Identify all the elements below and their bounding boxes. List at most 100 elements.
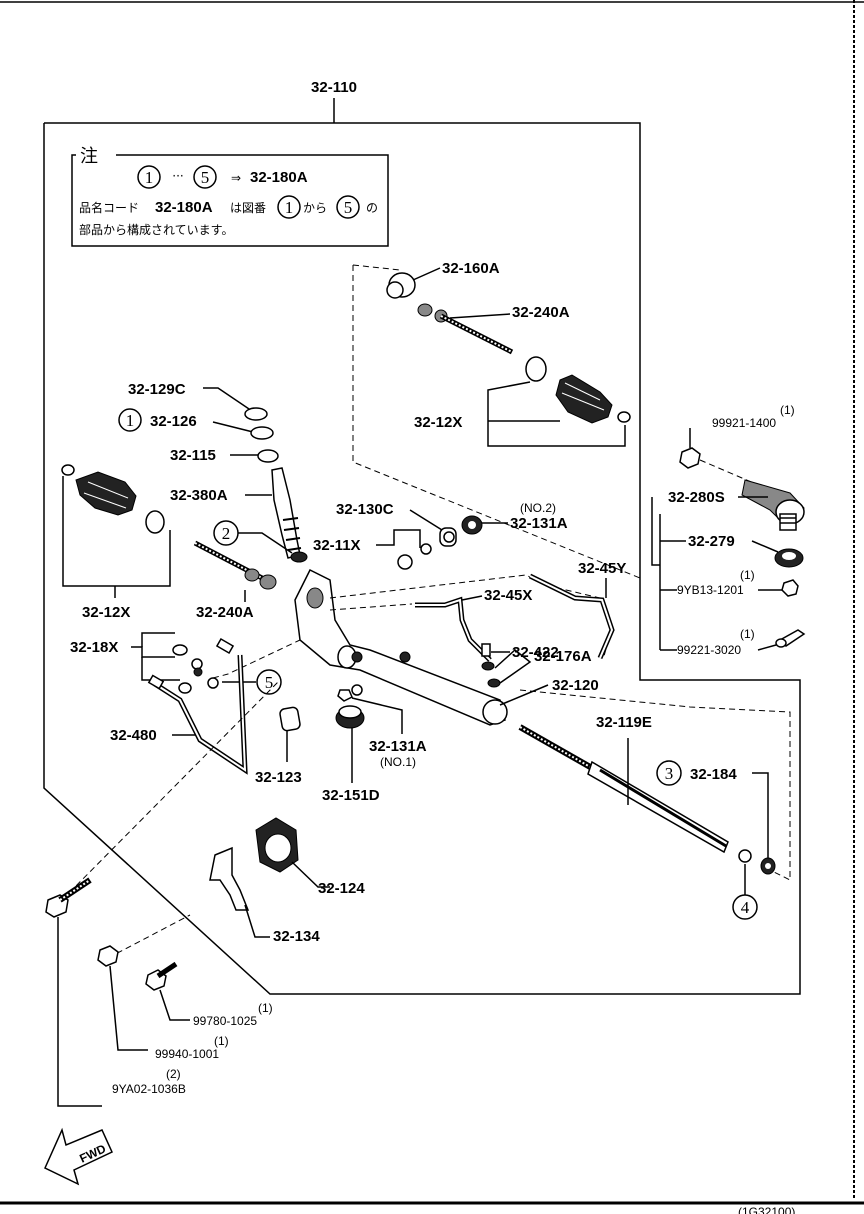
label-9YB13-qty: (1) bbox=[740, 568, 755, 582]
label-32-18X: 32-18X bbox=[70, 639, 118, 656]
part-32-124: 32-124 bbox=[255, 817, 365, 897]
label-32-131A-no1: (NO.1) bbox=[380, 755, 416, 769]
label-9YB13: 9YB13-1201 bbox=[677, 583, 744, 597]
note-line2-to: 5 bbox=[344, 198, 353, 217]
part-32-134: 32-134 bbox=[209, 846, 320, 945]
part-32-12X-top: 32-12X bbox=[414, 356, 631, 447]
assembly-frame bbox=[43, 122, 801, 995]
label-99221-qty: (1) bbox=[740, 627, 755, 641]
label-circle-4: 4 bbox=[741, 898, 750, 917]
part-32-131A-bottom: 32-131A (NO.1) bbox=[337, 689, 427, 769]
note-line2-from: 1 bbox=[285, 198, 294, 217]
part-32-18X: 32-18X bbox=[70, 632, 203, 694]
note-line2-kara: から bbox=[303, 201, 327, 215]
part-32-280S: 32-280S bbox=[651, 479, 805, 650]
label-32-134: 32-134 bbox=[273, 928, 320, 945]
label-99221: 99221-3020 bbox=[677, 643, 741, 657]
part-9YA02-bolt: (2) 9YA02-1036B bbox=[45, 877, 186, 1107]
part-32-240A-left: 32-240A bbox=[193, 540, 277, 621]
label-99780: 99780-1025 bbox=[193, 1014, 257, 1028]
part-32-123: 32-123 bbox=[255, 706, 302, 786]
part-32-184: 3 32-184 bbox=[656, 760, 776, 875]
note-target-code: 32-180A bbox=[250, 169, 308, 186]
label-32-12X-top: 32-12X bbox=[414, 414, 462, 431]
label-32-280S: 32-280S bbox=[668, 489, 725, 506]
label-32-124: 32-124 bbox=[318, 880, 365, 897]
label-circle-5: 5 bbox=[265, 673, 274, 692]
label-32-131A-bottom: 32-131A bbox=[369, 738, 427, 755]
note-range-end: 5 bbox=[201, 168, 210, 187]
part-32-151D: 32-151D bbox=[322, 705, 380, 804]
label-32-131A-no2: (NO.2) bbox=[520, 501, 556, 515]
label-32-45X: 32-45X bbox=[484, 587, 532, 604]
part-99221-pin: (1) 99221-3020 bbox=[660, 627, 806, 657]
part-32-160A: 32-160A bbox=[386, 260, 500, 299]
part-circle-4: 4 bbox=[732, 849, 758, 920]
label-32-126: 32-126 bbox=[150, 413, 197, 430]
part-32-176A: 32-176A bbox=[481, 648, 592, 688]
label-32-115: 32-115 bbox=[170, 447, 216, 464]
label-99780-qty: (1) bbox=[258, 1001, 273, 1015]
note-line2-prefix: 品名コード bbox=[79, 200, 139, 215]
part-99940-nut: (1) 99940-1001 bbox=[97, 945, 229, 1061]
label-32-151D: 32-151D bbox=[322, 787, 380, 804]
label-99921-qty: (1) bbox=[780, 403, 795, 417]
part-32-480: 32-480 bbox=[110, 638, 248, 775]
part-32-11X: 32-11X bbox=[313, 529, 432, 570]
label-32-160A: 32-160A bbox=[442, 260, 500, 277]
note-circle-end bbox=[193, 165, 217, 189]
label-32-11X: 32-11X bbox=[313, 537, 361, 554]
part-32-130C: 32-130C bbox=[336, 501, 457, 547]
part-9YB13: (1) 9YB13-1201 bbox=[660, 568, 799, 597]
part-32-129C: 32-129C bbox=[128, 381, 268, 421]
label-32-184: 32-184 bbox=[690, 766, 737, 783]
label-32-131A-top: 32-131A bbox=[510, 515, 568, 532]
note-title: 注 bbox=[80, 146, 98, 167]
assembly-label: 32-110 bbox=[311, 79, 357, 96]
label-99940: 99940-1001 bbox=[155, 1047, 219, 1061]
footer-code: (1G32100) bbox=[738, 1205, 795, 1214]
label-32-380A: 32-380A bbox=[170, 487, 228, 504]
label-99921: 99921-1400 bbox=[712, 416, 776, 430]
part-99921-nut: (1) 99921-1400 bbox=[679, 403, 795, 491]
note-line2-mid: は図番 bbox=[230, 201, 266, 215]
label-circle-2: 2 bbox=[222, 524, 231, 543]
label-9YA02: 9YA02-1036B bbox=[112, 1082, 186, 1096]
part-32-126: 1 32-126 bbox=[118, 408, 274, 440]
label-32-119E: 32-119E bbox=[596, 714, 652, 731]
note-line3: 部品から構成されています。 bbox=[79, 222, 233, 237]
label-32-279: 32-279 bbox=[688, 533, 735, 550]
note-circle-start bbox=[137, 165, 161, 189]
label-32-176A: 32-176A bbox=[534, 648, 592, 665]
note-range-start: 1 bbox=[145, 168, 154, 187]
part-32-380A: 32-380A bbox=[170, 467, 302, 559]
note-arrow: ⇒ bbox=[231, 171, 241, 185]
label-32-123: 32-123 bbox=[255, 769, 302, 786]
part-32-45X: 32-45X bbox=[329, 587, 532, 662]
label-32-129C: 32-129C bbox=[128, 381, 186, 398]
part-32-45Y: 32-45Y bbox=[329, 560, 626, 659]
label-99940-qty: (1) bbox=[214, 1034, 229, 1048]
part-32-279: 32-279 bbox=[660, 533, 804, 568]
label-32-126-circle: 1 bbox=[126, 411, 135, 430]
label-32-130C: 32-130C bbox=[336, 501, 394, 518]
part-32-240A-top: 32-240A bbox=[417, 303, 570, 355]
part-32-120-housing: 32-120 bbox=[294, 568, 599, 726]
part-32-12X-left: 32-12X bbox=[61, 464, 171, 621]
label-9YA02-qty: (2) bbox=[166, 1067, 181, 1081]
note-ellipsis: ··· bbox=[172, 169, 183, 183]
label-32-120: 32-120 bbox=[552, 677, 599, 694]
part-circle-2: 2 bbox=[213, 520, 308, 563]
label-32-45Y: 32-45Y bbox=[578, 560, 626, 577]
label-32-480: 32-480 bbox=[110, 727, 157, 744]
label-32-12X-left: 32-12X bbox=[82, 604, 130, 621]
label-32-240A-left: 32-240A bbox=[196, 604, 254, 621]
label-circle-3: 3 bbox=[665, 764, 674, 783]
part-32-131A-top: (NO.2) 32-131A bbox=[461, 501, 568, 535]
note-box: 注 1 ··· 5 ⇒ 32-180A 品名コード 32-180A は図番 1 … bbox=[71, 146, 389, 247]
label-32-240A-top: 32-240A bbox=[512, 304, 570, 321]
part-32-115: 32-115 bbox=[170, 447, 279, 464]
note-line2-code: 32-180A bbox=[155, 199, 213, 216]
part-32-119E: 32-119E bbox=[518, 714, 729, 854]
